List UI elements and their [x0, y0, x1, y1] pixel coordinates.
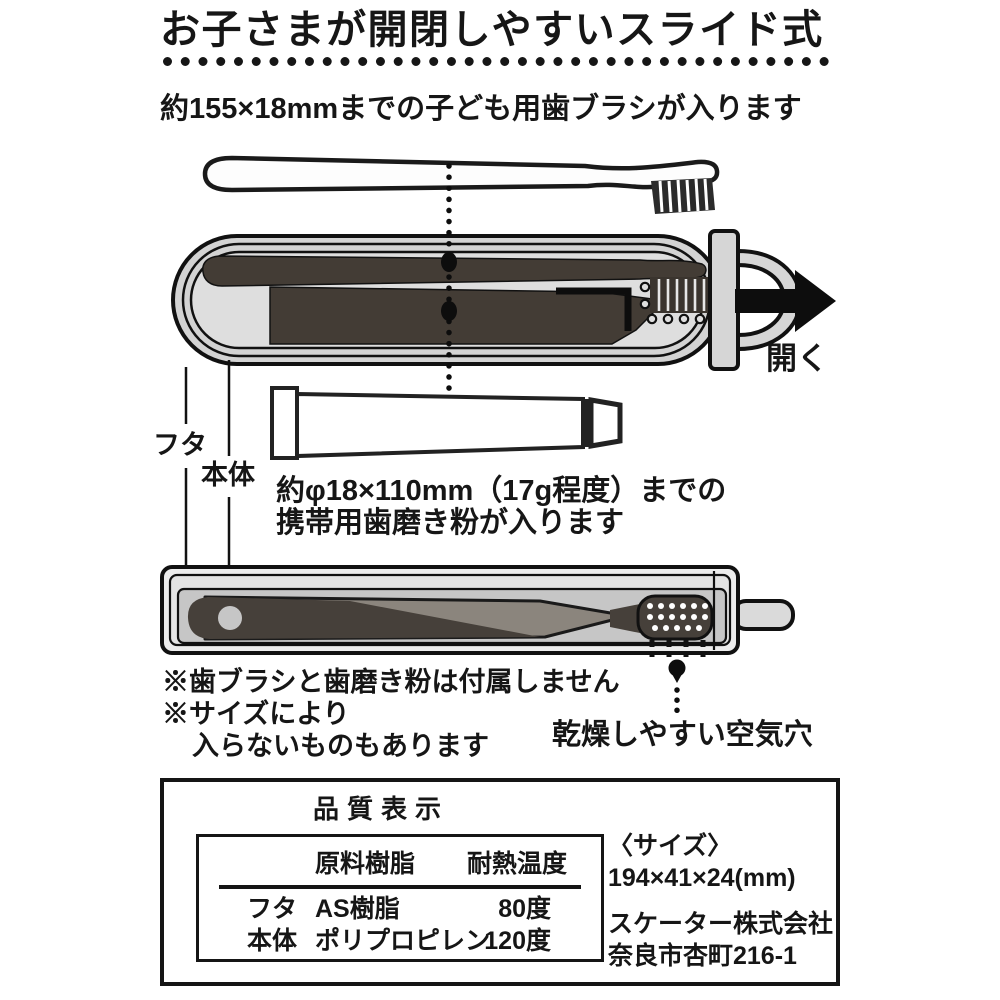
toothbrush-size-note: 約155×18mmまでの子ども用歯ブラシが入ります — [160, 93, 802, 125]
company-address: 奈良市杏町216-1 — [608, 942, 797, 970]
case-closed-illustration — [160, 565, 795, 655]
case-tab — [731, 599, 795, 631]
open-arrow-icon — [735, 270, 836, 332]
table-row-heat: 120度 — [484, 927, 551, 955]
dotted-separator — [163, 57, 829, 66]
tube-cap — [588, 397, 623, 449]
toothbrush-illustration — [202, 155, 720, 214]
table-row-part: フタ — [247, 895, 298, 923]
slider-bracket — [556, 287, 632, 331]
lid-label: フタ — [153, 430, 207, 460]
closed-brush-handle — [187, 597, 541, 639]
handle-hole — [218, 606, 242, 630]
open-direction-label: 開く — [766, 341, 828, 376]
page-title: お子さまが開閉しやすいスライド式 — [160, 8, 824, 52]
toothpaste-size-note-line2: 携帯用歯磨き粉が入ります — [276, 507, 625, 539]
toothbrush-bristles — [651, 178, 715, 214]
table-row-material: AS樹脂 — [315, 895, 400, 923]
guide-dotted-line — [441, 163, 457, 431]
body-label: 本体 — [201, 460, 255, 490]
company-name: スケーター株式会社 — [608, 910, 834, 938]
case-end-cap — [708, 229, 740, 371]
table-row-part: 本体 — [247, 927, 298, 955]
air-hole-label: 乾燥しやすい空気穴 — [552, 719, 813, 751]
air-holes-closed-case — [647, 603, 708, 631]
size-value: 194×41×24(mm) — [608, 864, 796, 892]
size-label: 〈サイズ〉 — [608, 832, 733, 860]
air-holes-open-case — [639, 281, 706, 325]
disclaimer-not-included: ※歯ブラシと歯磨き粉は付属しません — [162, 667, 620, 697]
quality-box: 品質表示 原料樹脂 耐熱温度 フタ AS樹脂 80度 本体 ポリプロピレン 12… — [160, 778, 840, 986]
stored-item-silhouette — [269, 286, 659, 345]
table-row-material: ポリプロピレン — [315, 927, 491, 955]
table-header-rule — [219, 885, 581, 889]
column-header-heat: 耐熱温度 — [467, 850, 568, 878]
case-open-illustration — [171, 229, 836, 371]
table-row-heat: 80度 — [498, 895, 551, 923]
toothpaste-size-note-line1: 約φ18×110mm（17g程度）までの — [276, 475, 727, 507]
quality-box-title: 品質表示 — [312, 794, 449, 824]
toothpaste-tube-illustration — [270, 386, 623, 460]
disclaimer-size-line2: 入らないものもあります — [192, 731, 489, 761]
disclaimer-size-line1: ※サイズにより — [162, 699, 350, 729]
air-hole-callout — [649, 640, 706, 719]
column-header-material: 原料樹脂 — [315, 850, 416, 878]
case-bristle-detail — [650, 277, 710, 313]
quality-table: 原料樹脂 耐熱温度 フタ AS樹脂 80度 本体 ポリプロピレン 120度 — [196, 834, 604, 962]
